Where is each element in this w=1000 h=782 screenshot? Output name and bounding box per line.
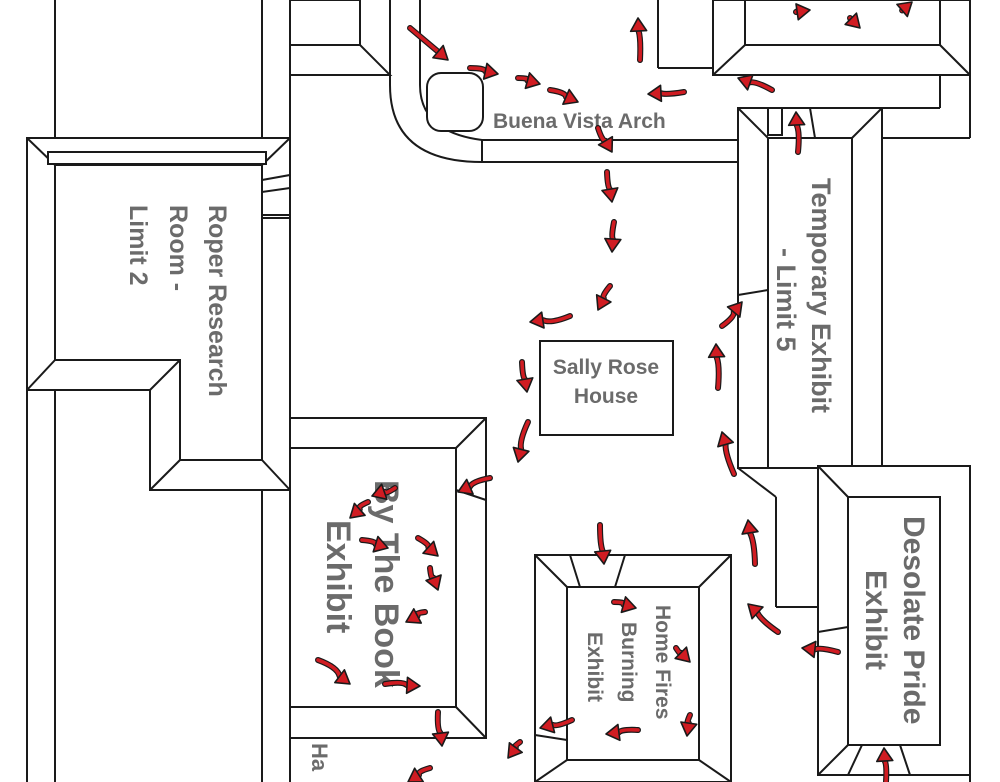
route-arrow (647, 84, 687, 103)
top-left-block (289, 0, 393, 76)
home-fires-label-line2: Burning (617, 622, 640, 702)
route-arrow (605, 723, 641, 742)
route-arrow (382, 676, 421, 695)
desolate-pride-label-line1: Desolate Pride (897, 516, 930, 724)
route-arrow (595, 125, 614, 153)
route-arrow (425, 565, 442, 591)
route-arrow (844, 12, 861, 29)
route-arrow (673, 645, 691, 663)
route-arrow (467, 62, 499, 80)
arch-pillar (426, 72, 484, 132)
route-arrow (415, 535, 439, 557)
route-arrow (601, 169, 619, 203)
route-arrow (512, 419, 531, 463)
by-the-book-label-line1: By The Book (367, 480, 405, 688)
roper-room-label-line3: Limit 2 (124, 205, 152, 286)
home-fires-label-line3: Exhibit (583, 632, 606, 702)
route-arrow (516, 359, 534, 393)
roper-room-label-line1: Roper Research (203, 205, 231, 397)
route-arrow (431, 709, 450, 747)
route-arrow (717, 431, 737, 477)
partial-room-label: Ha (307, 743, 332, 772)
route-arrow (407, 765, 433, 782)
desolate-pride-exhibit: Desolate Pride Exhibit (737, 465, 971, 782)
route-arrow (611, 596, 637, 614)
route-arrow (349, 499, 371, 519)
buena-vista-arch: Buena Vista Arch (389, 0, 738, 163)
desolate-pride-label-line2: Exhibit (859, 570, 892, 670)
route-arrow (680, 712, 698, 737)
route-arrow (593, 522, 612, 565)
roper-room-label-line2: Room - (164, 205, 192, 291)
by-the-book-label-line2: Exhibit (319, 520, 357, 633)
home-fires-label-line1: Home Fires (651, 605, 674, 719)
route-arrows (315, 1, 913, 782)
roper-research-room: Roper Research Room - Limit 2 (26, 137, 291, 491)
route-arrow (515, 72, 541, 90)
route-arrow (793, 3, 811, 21)
route-arrow (371, 483, 398, 501)
route-arrow (407, 25, 449, 61)
route-arrow (595, 283, 613, 311)
sally-rose-house: Sally Rose House (539, 340, 674, 436)
route-arrow (875, 747, 894, 782)
temporary-exhibit-label-line1: Temporary Exhibit (806, 178, 836, 413)
temporary-exhibit-label-line2: - Limit 5 (771, 248, 801, 352)
route-arrow (741, 519, 759, 567)
route-arrow (529, 311, 573, 329)
home-fires-burning-exhibit: Home Fires Burning Exhibit (534, 554, 732, 782)
route-arrow (457, 475, 493, 495)
sally-rose-label-line1: Sally Rose (553, 356, 659, 379)
route-arrow (747, 603, 781, 635)
route-arrow (507, 739, 523, 759)
sally-rose-label-line2: House (574, 385, 638, 408)
route-arrow (629, 17, 648, 63)
route-arrow (896, 1, 913, 18)
by-the-book-exhibit: By The Book Exhibit Ha (289, 417, 487, 782)
route-arrow (359, 535, 389, 553)
buena-vista-arch-label: Buena Vista Arch (493, 110, 666, 133)
route-arrow (787, 111, 806, 155)
route-arrow (801, 640, 841, 659)
route-arrow (737, 73, 775, 93)
temporary-exhibit: Temporary Exhibit - Limit 5 (737, 107, 883, 469)
route-arrow (719, 301, 743, 329)
route-arrow (547, 87, 579, 106)
route-arrow (315, 657, 351, 685)
route-arrow (405, 608, 428, 624)
route-arrow (707, 343, 726, 391)
route-arrow (604, 219, 622, 253)
route-arrow (539, 716, 575, 734)
